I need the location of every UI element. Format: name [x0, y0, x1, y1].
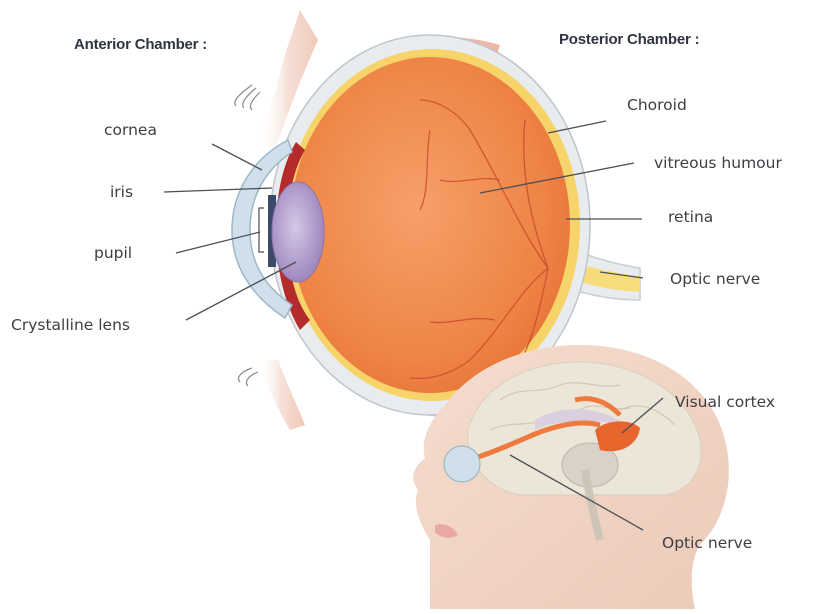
label-choroid: Choroid [627, 96, 687, 114]
label-optic-nerve-brain: Optic nerve [662, 534, 752, 552]
pupil-bracket [259, 208, 264, 252]
label-visual-cortex: Visual cortex [675, 393, 775, 411]
label-crystalline-lens: Crystalline lens [11, 316, 130, 334]
label-pupil: pupil [94, 244, 132, 262]
label-retina: retina [668, 208, 713, 226]
label-vitreous-humour: vitreous humour [654, 154, 782, 172]
anterior-chamber-heading: Anterior Chamber : [74, 36, 207, 53]
crystalline-lens-shape [272, 182, 324, 282]
label-optic-nerve-eye: Optic nerve [670, 270, 760, 288]
posterior-chamber-heading: Posterior Chamber : [559, 31, 699, 48]
label-iris: iris [110, 183, 133, 201]
label-cornea: cornea [104, 121, 157, 139]
vitreous-body [290, 57, 570, 393]
